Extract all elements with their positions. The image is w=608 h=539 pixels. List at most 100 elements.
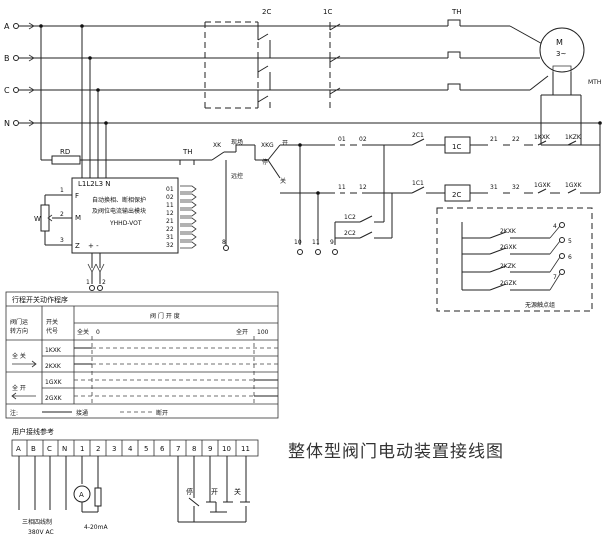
user-sw-open: 开	[211, 488, 218, 496]
control-module: L1L2L3 N 自动换相、断相保护 及阀位电流输出模块 YHHD-VOT F …	[34, 177, 197, 291]
ctrl-local-label: 现场	[231, 138, 243, 146]
module-terminal-f: F	[75, 192, 79, 200]
phase-terminal-c	[13, 87, 19, 93]
user-term-5: 5	[144, 445, 148, 453]
motor-thermal-label: MTH	[588, 79, 601, 86]
ctrl-contact-1gxk: 1GXK	[534, 182, 552, 189]
table-close-label: 全关	[77, 328, 89, 336]
limit-switch-table: 行程开关动作程序 阀门运 转方向 开关 代号 阀 门 开 度 全关 0 全开 1…	[5, 291, 279, 419]
user-term-b: B	[31, 445, 36, 453]
diagram-title: 整体型阀门电动装置接线图	[288, 442, 504, 462]
table-row1-dir: 全 关	[12, 352, 26, 360]
ctrl-contact-21: 21	[490, 136, 498, 143]
contactor-2c-label: 2C	[262, 8, 271, 16]
ctrl-contact-22: 22	[512, 136, 520, 143]
ctrl-open-label: 开	[282, 140, 288, 147]
control-circuit: TH XK 现场 远控 8 XKG 开 停 关 01 02 2C1	[179, 121, 602, 255]
ctrl-aux-2c2: 2C2	[344, 230, 356, 237]
user-term-1: 1	[80, 445, 84, 453]
module-out-01: 01	[166, 186, 174, 193]
ctrl-xkg-label: XKG	[261, 142, 274, 149]
table-frame	[5, 291, 279, 419]
passive-contact-2gxk: 2GXK	[500, 244, 518, 251]
passive-contact-2gzk: 2GZK	[500, 280, 518, 287]
module-terminal-z: Z	[75, 242, 80, 250]
user-term-2: 2	[96, 445, 100, 453]
user-wiring: 用户接线参考 A B C N 1 2 3 4 5 6	[11, 427, 259, 536]
passive-term-5: 5	[568, 238, 572, 245]
user-term-11: 11	[241, 445, 250, 453]
motor-phase-label: 3~	[556, 50, 566, 58]
resistor-label: RD	[60, 148, 70, 156]
ctrl-term-11: 11	[312, 239, 320, 246]
coil-2c-label: 2C	[452, 191, 461, 199]
user-term-7: 7	[176, 445, 180, 453]
ctrl-remote-label: 远控	[231, 172, 243, 180]
thermal-relay-label: TH	[451, 8, 462, 16]
table-row2-code1: 1GXK	[45, 379, 63, 386]
phase-terminal-n	[13, 120, 19, 126]
passive-term-7: 7	[553, 274, 557, 281]
passive-term-6: 6	[568, 254, 572, 261]
user-voltage: 380V AC	[28, 529, 54, 536]
stop-switch-symbol	[188, 497, 200, 507]
ctrl-contact-32: 32	[512, 184, 520, 191]
table-col2-line1: 开关	[46, 318, 58, 326]
table-col3-header: 阀 门 开 度	[150, 312, 180, 320]
user-terminal-row: A B C N 1 2 3 4 5 6 7 8 9 10 11	[11, 439, 259, 457]
motor-label: M	[556, 38, 563, 47]
module-out-02: 02	[166, 194, 174, 201]
table-close-value: 0	[96, 329, 100, 336]
phase-label-a: A	[4, 22, 10, 31]
load-resistor	[94, 487, 102, 507]
user-sw-close: 关	[234, 487, 241, 496]
ctrl-stop-label: 停	[262, 158, 268, 166]
ctrl-th-label: TH	[182, 148, 193, 156]
module-line-1: 自动换相、断相保护	[92, 196, 146, 204]
module-out-12: 12	[166, 210, 174, 217]
module-box	[71, 177, 179, 254]
motor-symbol	[539, 27, 585, 73]
ctrl-contact-1kxk: 1KXK	[534, 134, 551, 141]
passive-box-frame	[436, 207, 593, 312]
ctrl-contact-01: 01	[338, 136, 346, 143]
user-wiring-title: 用户接线参考	[12, 427, 54, 436]
user-term-a: A	[16, 445, 21, 453]
table-row1-code2: 2KXK	[45, 363, 62, 370]
user-sw-stop: 停	[186, 487, 193, 496]
pot-label: W	[34, 215, 41, 223]
user-term-6: 6	[160, 445, 165, 453]
table-col1-line2: 转方向	[10, 327, 28, 335]
module-line-2: 及阀位电流输出模块	[92, 207, 146, 215]
passive-contact-2kxk: 2KXK	[500, 228, 517, 235]
power-section: A B C N 2C	[4, 8, 601, 178]
table-row2-code2: 2GXK	[45, 395, 63, 402]
user-three-phase: 三相四线制	[22, 518, 52, 526]
resistor-symbol	[51, 155, 81, 165]
module-outputs: 01 02 11 12 21 22 31 32	[166, 185, 197, 249]
user-term-c: C	[47, 445, 52, 453]
coil-1c-label: 1C	[452, 143, 461, 151]
user-term-10: 10	[222, 445, 231, 453]
phase-label-c: C	[4, 86, 10, 95]
contactor-1c-label: 1C	[323, 8, 332, 16]
ch-num-2: 2	[102, 279, 106, 286]
ch-num-1: 1	[86, 279, 90, 286]
ctrl-close-label: 关	[280, 177, 286, 185]
phase-terminal-a	[13, 23, 19, 29]
user-term-9: 9	[208, 445, 212, 453]
phase-terminal-b	[13, 55, 19, 61]
passive-contact-2kzk: 2KZK	[500, 263, 517, 270]
ctrl-term-9: 9	[330, 239, 334, 246]
table-legend-on: 接通	[76, 409, 88, 417]
ctrl-contact-1kzk: 1KZK	[565, 134, 582, 141]
user-term-n: N	[62, 445, 67, 453]
user-current: 4-20mA	[84, 524, 108, 531]
passive-contact-box: 2KXK 2GXK 2KZK 2GZK 4 5 6 7 无源触点组	[436, 207, 593, 312]
module-out-21: 21	[166, 218, 174, 225]
passive-box-label: 无源触点组	[525, 301, 555, 309]
module-out-22: 22	[166, 226, 174, 233]
table-title: 行程开关动作程序	[12, 295, 68, 304]
phase-label-b: B	[4, 54, 10, 63]
